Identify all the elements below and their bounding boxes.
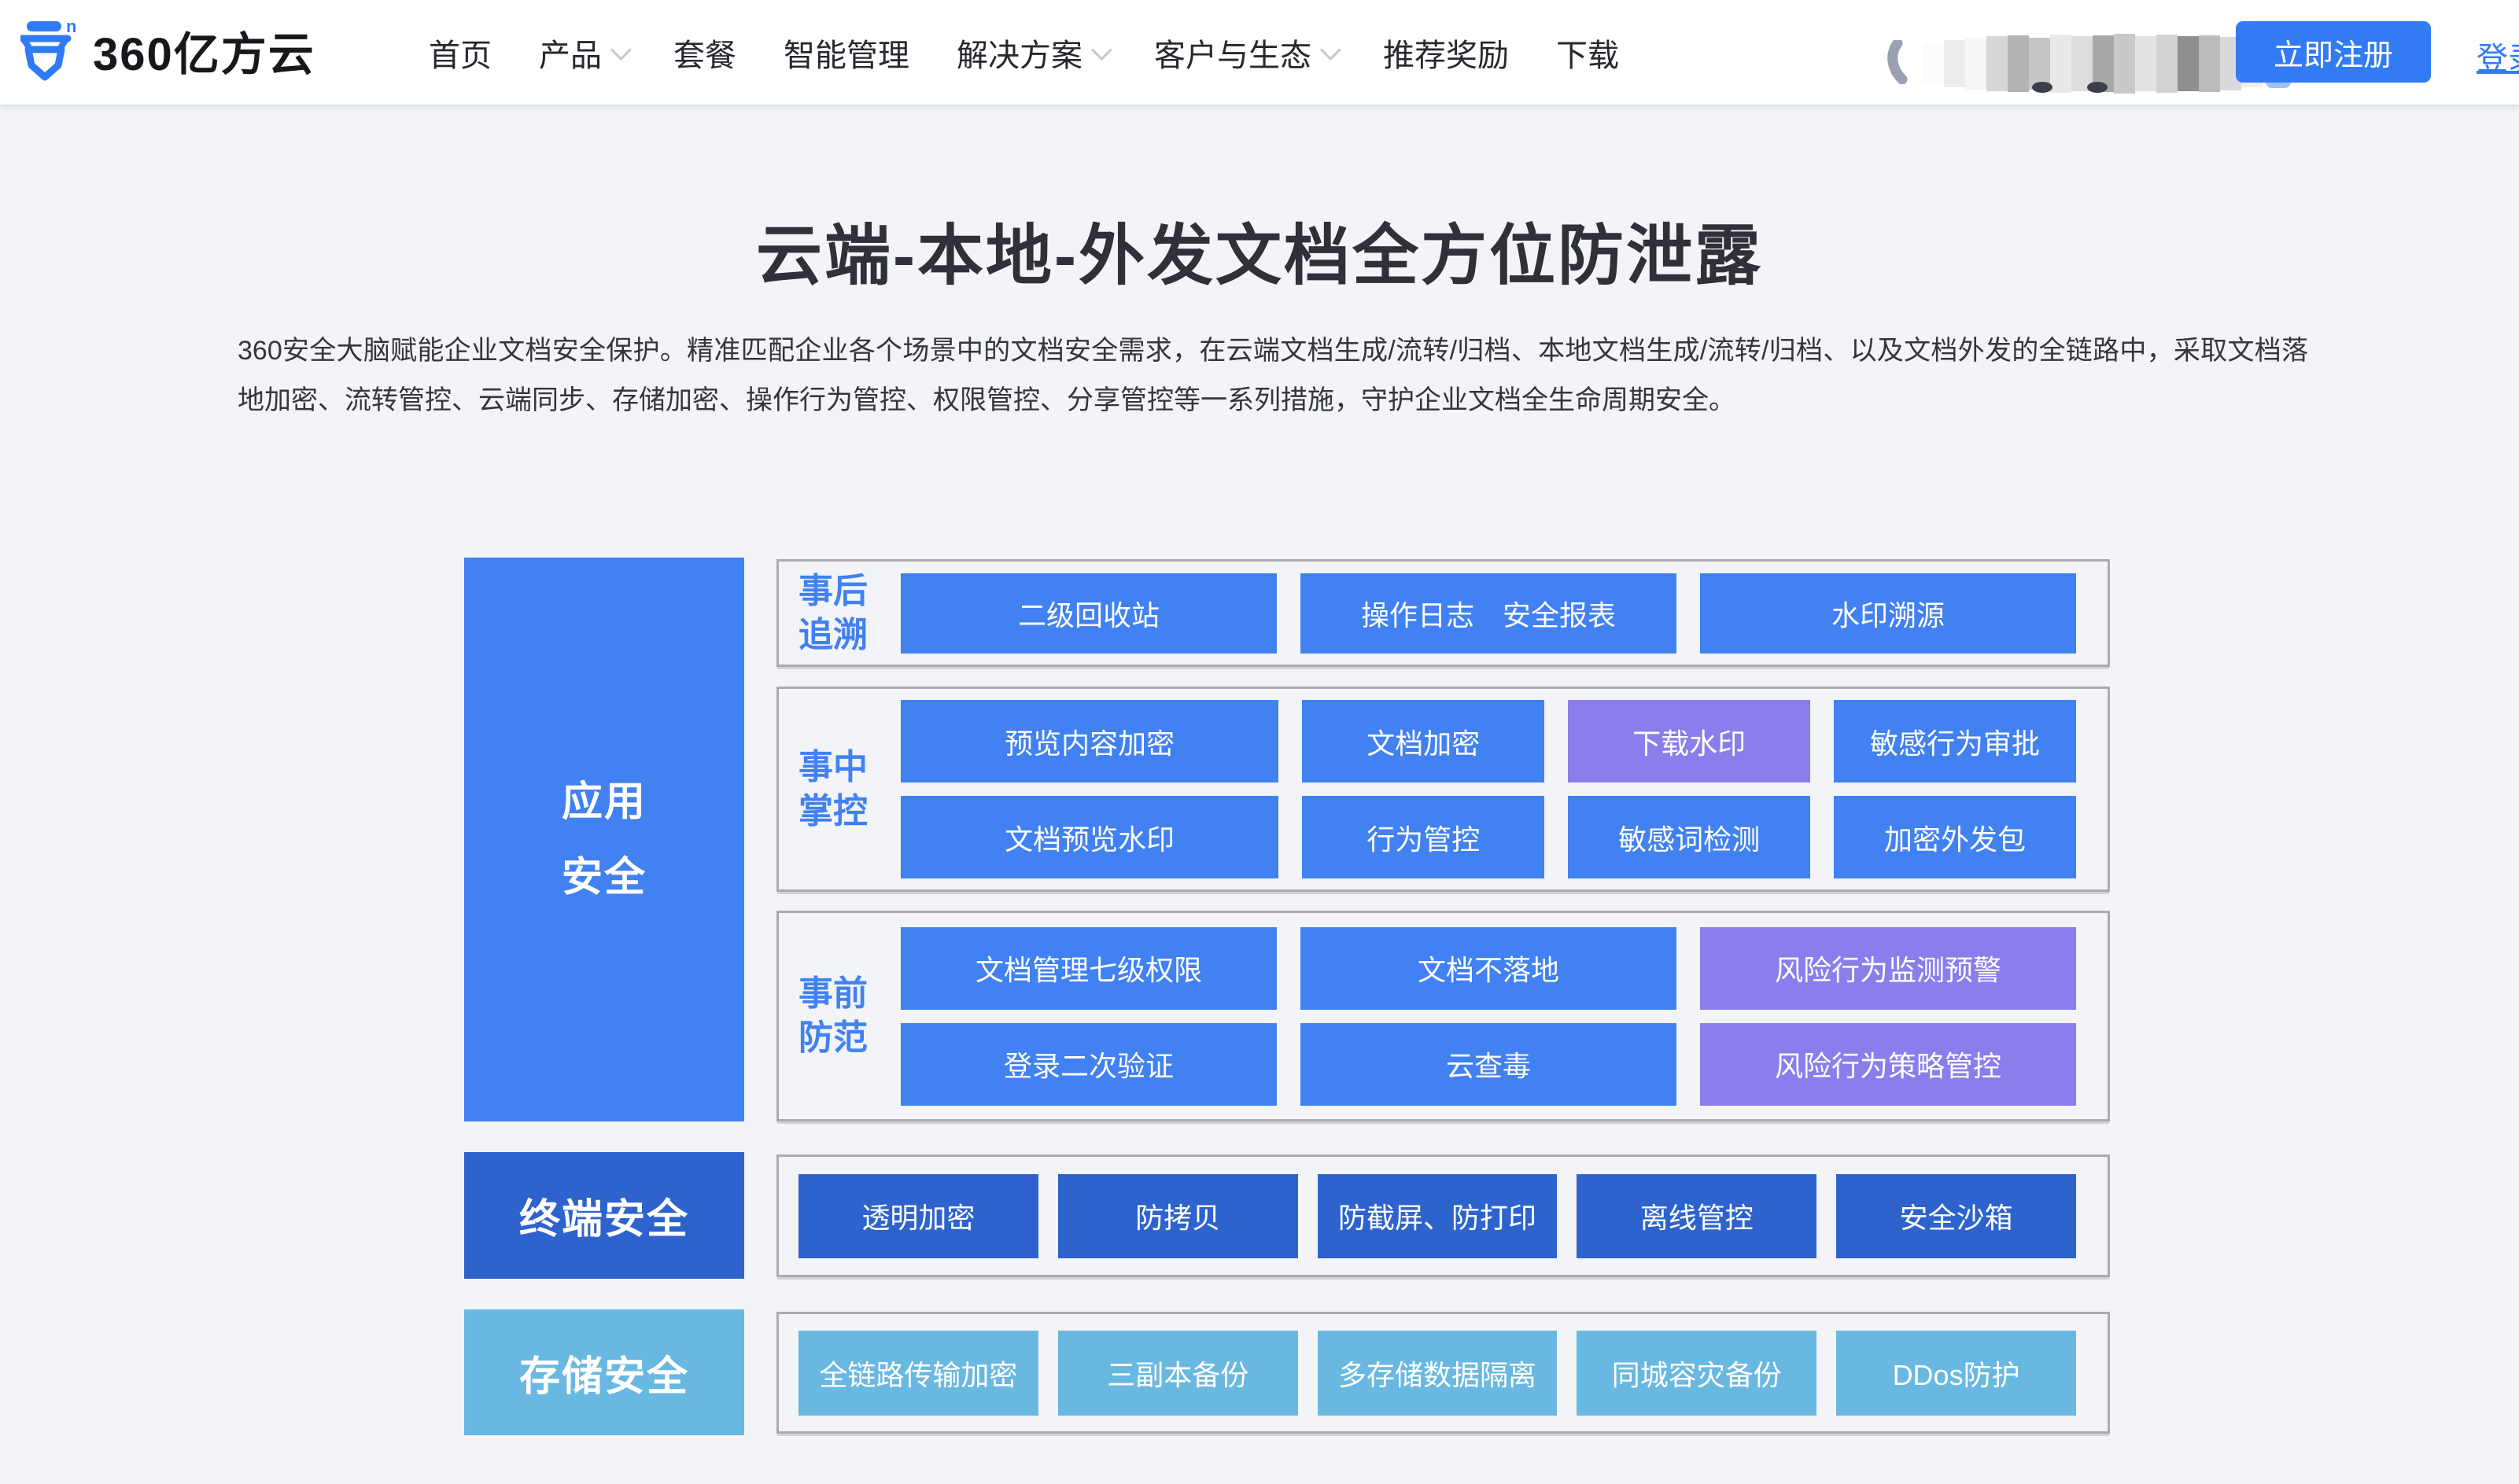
blur-artifact (2032, 82, 2052, 93)
cell-behavior-control: 行为管控 (1302, 796, 1545, 878)
cell-seven-level-permission: 文档管理七级权限 (901, 926, 1277, 1010)
section-post-event-tracing: 事后 追溯 二级回收站 操作日志 安全报表 水印溯源 (776, 559, 2110, 667)
cell-document-encryption: 文档加密 (1302, 700, 1545, 783)
nav-item-referral-rewards[interactable]: 推荐奖励 (1383, 38, 1509, 73)
brand-logo[interactable]: n 360亿方云 (20, 17, 315, 83)
cell-encrypted-outgoing-package: 加密外发包 (1834, 796, 2076, 878)
login-link[interactable]: 登录 (2477, 42, 2519, 76)
phase-label: 事中 掌控 (798, 747, 868, 830)
section-storage-security: 全链路传输加密 三副本备份 多存储数据隔离 同城容灾备份 DDos防护 (776, 1312, 2110, 1434)
phone-icon (1886, 38, 1918, 88)
nav-item-customers-ecosystem[interactable]: 客户与生态 (1154, 30, 1341, 75)
svg-text:n: n (66, 20, 76, 36)
top-navigation-bar: n 360亿方云 首页 产品 套餐 智能管理 解决方案 客户与生态 推荐奖励 下… (0, 0, 2519, 105)
nav-item-smart-management[interactable]: 智能管理 (784, 38, 909, 73)
cell-secondary-recycle-bin: 二级回收站 (901, 573, 1277, 654)
chevron-down-icon (610, 39, 632, 61)
row-header-storage-security: 存储安全 (464, 1309, 744, 1435)
page-description: 360安全大脑赋能企业文档安全保护。精准匹配企业各个场景中的文档安全需求，在云端… (238, 336, 2308, 415)
cell-three-replica-backup: 三副本备份 (1057, 1330, 1298, 1416)
cell-cloud-antivirus: 云查毒 (1300, 1022, 1676, 1106)
phase-label: 事后 追溯 (798, 571, 868, 654)
cell-ddos-protection: DDos防护 (1836, 1330, 2076, 1416)
cell-full-link-transmission-encryption: 全链路传输加密 (798, 1330, 1038, 1416)
phase-label: 事前 防范 (798, 974, 868, 1057)
blur-artifact (2087, 82, 2108, 93)
cell-anti-copy: 防拷贝 (1057, 1173, 1298, 1258)
cell-security-sandbox: 安全沙箱 (1836, 1173, 2076, 1258)
brand-shield-pen-icon: n (20, 20, 76, 81)
cell-risk-behavior-policy-control: 风险行为策略管控 (1700, 1022, 2076, 1106)
chevron-down-icon (1319, 39, 1341, 61)
nav-item-home[interactable]: 首页 (429, 38, 492, 73)
cell-preview-content-encryption: 预览内容加密 (901, 700, 1279, 783)
cell-offline-control: 离线管控 (1577, 1173, 1817, 1258)
blurred-phone-number (1886, 33, 2291, 94)
cell-risk-behavior-monitoring: 风险行为监测预警 (1700, 926, 2076, 1010)
nav-item-plans[interactable]: 套餐 (673, 38, 736, 73)
cell-document-preview-watermark: 文档预览水印 (901, 796, 1279, 878)
cell-sensitive-word-detection: 敏感词检测 (1568, 796, 1811, 878)
section-terminal-security: 透明加密 防拷贝 防截屏、防打印 离线管控 安全沙箱 (776, 1154, 2110, 1277)
cell-remote-disaster-backup: 同城容灾备份 (1577, 1330, 1817, 1416)
cell-operation-log-security-report: 操作日志 安全报表 (1300, 573, 1676, 654)
cell-document-no-landing: 文档不落地 (1300, 926, 1676, 1010)
security-matrix-diagram: 应用 安全 终端安全 存储安全 事后 追溯 二级回收站 操作日志 安全报表 水印… (464, 558, 2124, 1446)
nav-item-products[interactable]: 产品 (539, 30, 632, 75)
cell-anti-screenshot-print: 防截屏、防打印 (1317, 1173, 1558, 1258)
nav-item-download[interactable]: 下载 (1556, 38, 1619, 73)
main-nav: 首页 产品 套餐 智能管理 解决方案 客户与生态 推荐奖励 下载 (429, 0, 1619, 105)
cell-transparent-encryption: 透明加密 (798, 1173, 1038, 1258)
section-advance-prevention: 事前 防范 文档管理七级权限 文档不落地 风险行为监测预警 登录二次验证 云查毒… (776, 911, 2110, 1121)
row-header-application-security: 应用 安全 (464, 558, 744, 1121)
chevron-down-icon (1090, 39, 1112, 61)
page-title: 云端-本地-外发文档全方位防泄露 (756, 219, 1763, 293)
brand-name: 360亿方云 (93, 29, 315, 80)
cell-sensitive-behavior-approval: 敏感行为审批 (1834, 700, 2076, 783)
cell-login-second-verification: 登录二次验证 (901, 1022, 1277, 1106)
row-header-terminal-security: 终端安全 (464, 1152, 744, 1279)
nav-item-solutions[interactable]: 解决方案 (957, 30, 1112, 75)
cell-watermark-tracing: 水印溯源 (1700, 573, 2076, 654)
register-button[interactable]: 立即注册 (2236, 21, 2431, 83)
section-in-process-control: 事中 掌控 预览内容加密 文档加密 下载水印 敏感行为审批 文档预览水印 行为管… (776, 687, 2110, 892)
cell-download-watermark: 下载水印 (1568, 700, 1811, 783)
cell-multi-storage-isolation: 多存储数据隔离 (1317, 1330, 1558, 1416)
